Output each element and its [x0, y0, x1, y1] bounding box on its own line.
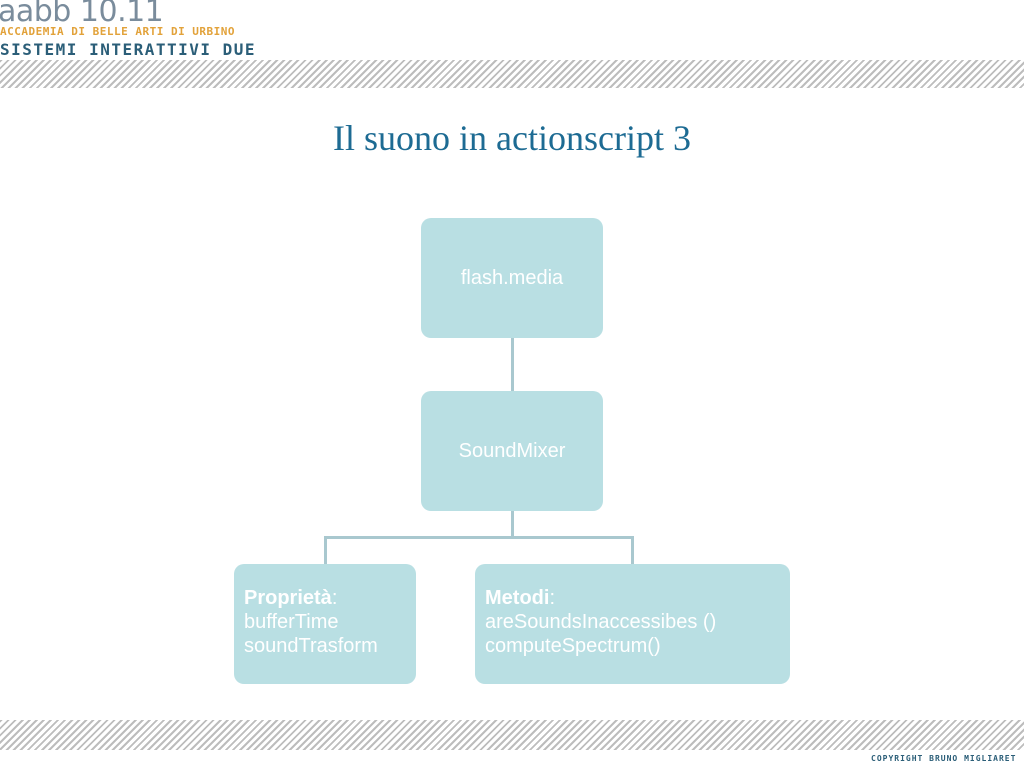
header-course: SISTEMI INTERATTIVI DUE: [0, 40, 257, 59]
footer-stripe: [0, 720, 1024, 750]
header-year: aabb 10.11: [0, 0, 164, 29]
connector-to-methods: [631, 536, 634, 564]
node-soundmixer: SoundMixer: [421, 391, 603, 511]
header-stripe: [0, 60, 1024, 88]
node-soundmixer-label: SoundMixer: [458, 440, 566, 462]
methods-heading: Metodi: [485, 587, 550, 609]
connector-root-child: [511, 338, 514, 391]
property-item: bufferTime: [244, 611, 339, 633]
property-item: soundTrasform: [244, 635, 378, 657]
connector-to-properties: [324, 536, 327, 564]
slide-title: Il suono in actionscript 3: [333, 118, 691, 158]
properties-heading: Proprietà: [244, 587, 332, 609]
method-item: areSoundsInaccessibes (): [485, 611, 717, 633]
node-methods: Metodi: areSoundsInaccessibes () compute…: [475, 564, 790, 684]
method-item: computeSpectrum(): [485, 635, 661, 657]
connector-horizontal: [324, 536, 634, 539]
footer-copyright: COPYRIGHT BRUNO MIGLIARET: [871, 754, 1017, 763]
node-properties: Proprietà: bufferTime soundTrasform: [234, 564, 416, 684]
header-academy: ACCADEMIA DI BELLE ARTI DI URBINO: [0, 25, 236, 38]
node-flash-media: flash.media: [421, 218, 603, 338]
connector-child-stem: [511, 511, 514, 537]
properties-separator: :: [331, 587, 338, 609]
node-flash-media-label: flash.media: [460, 267, 564, 289]
methods-separator: :: [549, 587, 555, 609]
